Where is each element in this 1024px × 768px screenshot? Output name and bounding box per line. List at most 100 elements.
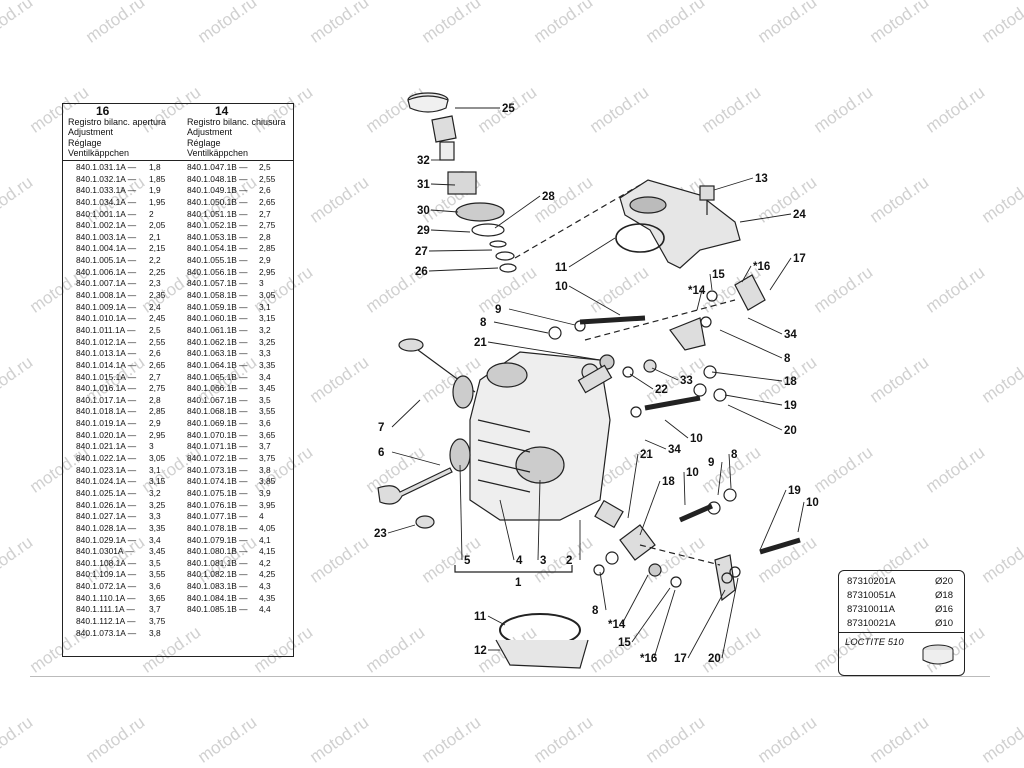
callout-number: 11: [474, 611, 487, 623]
col14-thickness: 3,6: [259, 418, 271, 429]
leader-line: [711, 371, 783, 382]
col14-thickness: 4,15: [259, 546, 276, 557]
col14-row: 840.1.053.1B —2,8: [187, 232, 291, 244]
callout-number: 8: [784, 353, 791, 365]
col14-part-code: 840.1.061.1B —: [187, 324, 248, 335]
col16-thickness: 3,7: [149, 604, 161, 615]
callout-number: *16: [640, 653, 657, 665]
callout-number: *14: [608, 619, 626, 631]
leader-line: [741, 265, 752, 283]
col14-row: 840.1.066.1B —3,45: [187, 383, 291, 395]
leader-line: [727, 404, 783, 431]
column-16-line: Adjustment: [68, 127, 114, 137]
callout-number: 18: [662, 476, 675, 488]
col14-thickness: 4,4: [259, 604, 271, 615]
leader-line: [428, 267, 499, 272]
col14-thickness: 2,7: [259, 208, 271, 219]
col16-row: 840.1.001.1A —2: [76, 209, 184, 221]
col14-row: 840.1.074.1B — 3,85: [187, 476, 291, 488]
col14-part-code: 840.1.085.1B —: [187, 604, 248, 615]
col14-thickness: 3,35: [259, 359, 276, 370]
col14-row: 840.1.084.1B —4,35: [187, 593, 291, 605]
col14-part-code: 840.1.081.1B —: [187, 557, 248, 568]
leader-line: [629, 373, 654, 390]
callout-number: 18: [784, 376, 797, 388]
col14-part-code: 840.1.073.1B —: [187, 464, 248, 475]
col16-part-code: 840.1.010.1A —: [76, 313, 137, 324]
col14-row: 840.1.080.1B —4,15: [187, 546, 291, 558]
gasket-diameter: Ø10: [935, 618, 953, 629]
col16-row: 840.1.025.1A —3,2: [76, 488, 184, 500]
col14-row: 840.1.059.1B —3,1: [187, 302, 291, 314]
leader-lines: [387, 107, 805, 659]
col14-thickness: 3,85: [259, 476, 276, 487]
callout-number: 13: [755, 173, 768, 185]
column-14-line: Ventilkäppchen: [187, 148, 249, 158]
col16-part-code: 840.1.011.1A —: [76, 324, 136, 335]
callout-number: 2: [566, 555, 572, 567]
col16-row: 840.1.028.1A —3,35: [76, 523, 184, 535]
leader-line: [537, 479, 541, 561]
callout-number: 15: [618, 637, 631, 649]
callout-number: 26: [415, 266, 428, 278]
col16-part-code: 840.1.023.1A —: [76, 464, 137, 475]
leader-line: [797, 501, 805, 533]
col16-part-code: 840.1.005.1A —: [76, 255, 137, 266]
col16-row: 840.1.027.1A —3,3: [76, 511, 184, 523]
col14-part-code: 840.1.060.1B —: [187, 313, 248, 324]
callout-number: 30: [417, 205, 430, 217]
column-14-line: Registro bilanc. chiusura: [187, 116, 286, 127]
col14-row: 840.1.048.1B —2,55: [187, 174, 291, 186]
col16-row: 840.1.109.1A —3,55: [76, 569, 184, 581]
col14-thickness: 3,25: [259, 336, 276, 347]
col16-part-code: 840.1.111.1A —: [76, 604, 135, 615]
col14-part-code: 840.1.058.1B —: [187, 290, 248, 301]
col14-row: 840.1.079.1B —4,1: [187, 535, 291, 547]
col16-row: 840.1.008.1A —2,35: [76, 290, 184, 302]
col16-row: 840.1.004.1A —2,15: [76, 243, 184, 255]
col16-row: 840.1.032.1A —1,85: [76, 174, 184, 186]
col16-part-code: 840.1.003.1A —: [76, 231, 137, 242]
col16-part-code: 840.1.012.1A —: [76, 336, 137, 347]
leader-line: [499, 499, 515, 561]
col14-row: 840.1.057.1B —3: [187, 278, 291, 290]
leader-line: [459, 464, 463, 561]
callout-number: 23: [374, 528, 387, 540]
col16-thickness: 2,95: [149, 429, 166, 440]
col16-thickness: 3,6: [149, 581, 161, 592]
column-14-number: 14: [215, 104, 229, 118]
col16-row: 840.1.026.1A —3,25: [76, 500, 184, 512]
col16-thickness: 2,75: [149, 383, 166, 394]
col16-row: 840.1.011.1A — 2,5: [76, 325, 184, 337]
leader-line: [627, 453, 639, 519]
col16-thickness: 2,45: [149, 313, 166, 324]
callout-number: 25: [502, 103, 515, 115]
callout-number: 9: [708, 457, 714, 469]
col16-row: 840.1.021.1A —3: [76, 441, 184, 453]
callout-number: 21: [474, 337, 487, 349]
col16-thickness: 2,1: [149, 231, 161, 242]
col16-thickness: 2: [149, 208, 154, 219]
part-drawings: [377, 92, 801, 669]
column-14-header: 14 Registro bilanc. chiusura Adjustment …: [187, 104, 286, 159]
col14-row: 840.1.063.1B —3,3: [187, 348, 291, 360]
col16-thickness: 1,9: [149, 185, 161, 196]
col16-thickness: 2,5: [149, 324, 161, 335]
column-16-number: 16: [96, 104, 110, 118]
col16-thickness: 2,6: [149, 348, 161, 359]
col16-thickness: 3,2: [149, 487, 161, 498]
col16-row: 840.1.006.1A —2,25: [76, 267, 184, 279]
col14-thickness: 2,6: [259, 185, 271, 196]
col14-part-code: 840.1.074.1B —: [187, 476, 248, 487]
col16-part-code: 840.1.073.1A —: [76, 627, 137, 638]
col16-thickness: 3,1: [149, 464, 161, 475]
col14-row: 840.1.065.1B —3,4: [187, 372, 291, 384]
col14-row: 840.1.076.1B —3,95: [187, 500, 291, 512]
col16-thickness: 2,9: [149, 418, 161, 429]
leader-line: [430, 209, 459, 213]
col14-part-code: 840.1.047.1B —: [187, 162, 248, 172]
